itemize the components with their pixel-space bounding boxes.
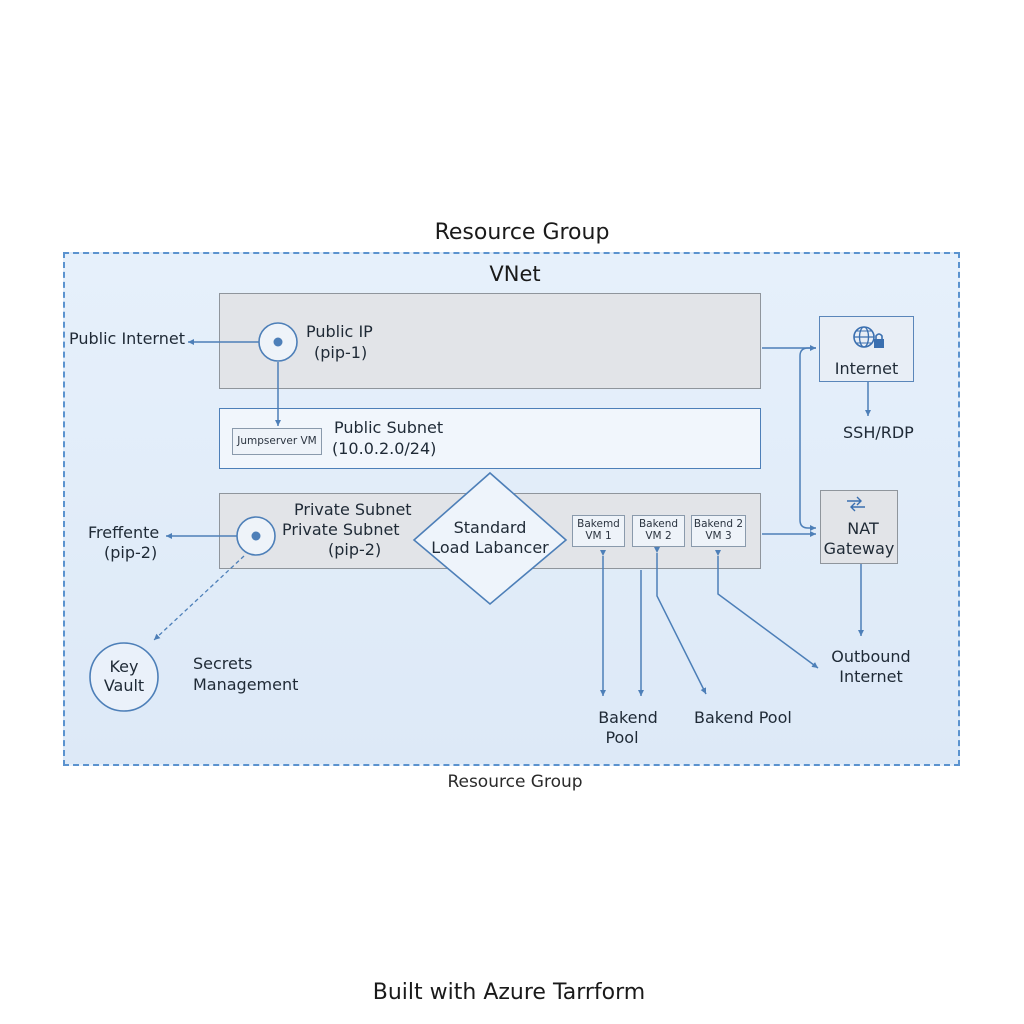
key-vault-label-1: Key — [109, 657, 139, 676]
backend-vm-1-id: VM 1 — [585, 530, 612, 542]
built-with-caption: Built with Azure Tarrform — [372, 980, 646, 1005]
backend-pool-1-label: Bakend — [598, 708, 658, 727]
public-ip-name: (pip-1) — [314, 343, 368, 362]
load-balancer-label-1: Standard — [453, 518, 527, 537]
nat-gateway-box[interactable]: NAT Gateway — [820, 490, 898, 564]
public-ip-label: Public IP — [306, 322, 373, 341]
key-vault-label-2: Vault — [103, 676, 145, 695]
backend-vm-2-id: VM 2 — [645, 530, 672, 542]
nat-label-1: NAT — [847, 519, 879, 538]
backend-vm-3[interactable]: Bakend 2 VM 3 — [691, 515, 746, 547]
backend-vm-1-name: Bakemd — [577, 518, 620, 530]
backend-vm-2-name: Bakend — [638, 518, 679, 530]
vnet-title: VNet — [489, 262, 541, 286]
backend-vm2-pool-arrow — [654, 547, 707, 695]
resource-group-title: Resource Group — [434, 220, 610, 245]
load-balancer-label-2: Load Labancer — [431, 538, 549, 557]
backend-pool-2-label: Bakend Pool — [694, 708, 792, 727]
globe-lock-icon — [853, 326, 884, 348]
private-subnet-label: Private Subnet — [294, 500, 412, 519]
backend-vm-3-id: VM 3 — [705, 530, 732, 542]
resource-group-footer: Resource Group — [447, 772, 583, 792]
private-subnet-label-2: Private Subnet — [282, 520, 400, 539]
backend-vm3-outbound-arrow — [715, 550, 819, 669]
private-to-keyvault-dashed — [153, 555, 245, 641]
backend-vm-3-name: Bakend 2 — [693, 518, 744, 530]
internet-nat-connector — [799, 347, 816, 531]
public-internet-label: Public Internet — [69, 329, 185, 348]
private-subnet-pip: (pip-2) — [328, 540, 382, 559]
internet-label: Internet — [834, 359, 899, 378]
nat-label-2: Gateway — [823, 539, 895, 558]
freffente-label: Freffente — [88, 523, 160, 542]
backend-pool-1-label-2: Pool — [605, 728, 639, 747]
outbound-label-2: Internet — [839, 667, 903, 686]
internet-box[interactable]: Internet — [819, 316, 914, 382]
backend-vm-2[interactable]: Bakend VM 2 — [632, 515, 685, 547]
public-ip-panel[interactable] — [219, 293, 761, 389]
jumpserver-vm[interactable]: Jumpserver VM — [232, 428, 322, 455]
secrets-label-2: Management — [193, 675, 299, 694]
freffente-pip-label: (pip-2) — [104, 543, 158, 562]
outbound-label-1: Outbound — [831, 647, 911, 666]
jumpserver-vm-label: Jumpserver VM — [237, 435, 317, 447]
key-vault-circle — [89, 642, 159, 712]
load-balancer-diamond — [412, 471, 568, 606]
secrets-label-1: Secrets — [193, 654, 253, 673]
public-subnet-label: Public Subnet — [334, 418, 444, 437]
backend-vm-1[interactable]: Bakemd VM 1 — [572, 515, 625, 547]
ssh-rdp-label: SSH/RDP — [843, 423, 914, 442]
public-subnet-cidr: (10.0.2.0/24) — [332, 439, 437, 458]
nat-arrows-icon — [847, 496, 865, 512]
